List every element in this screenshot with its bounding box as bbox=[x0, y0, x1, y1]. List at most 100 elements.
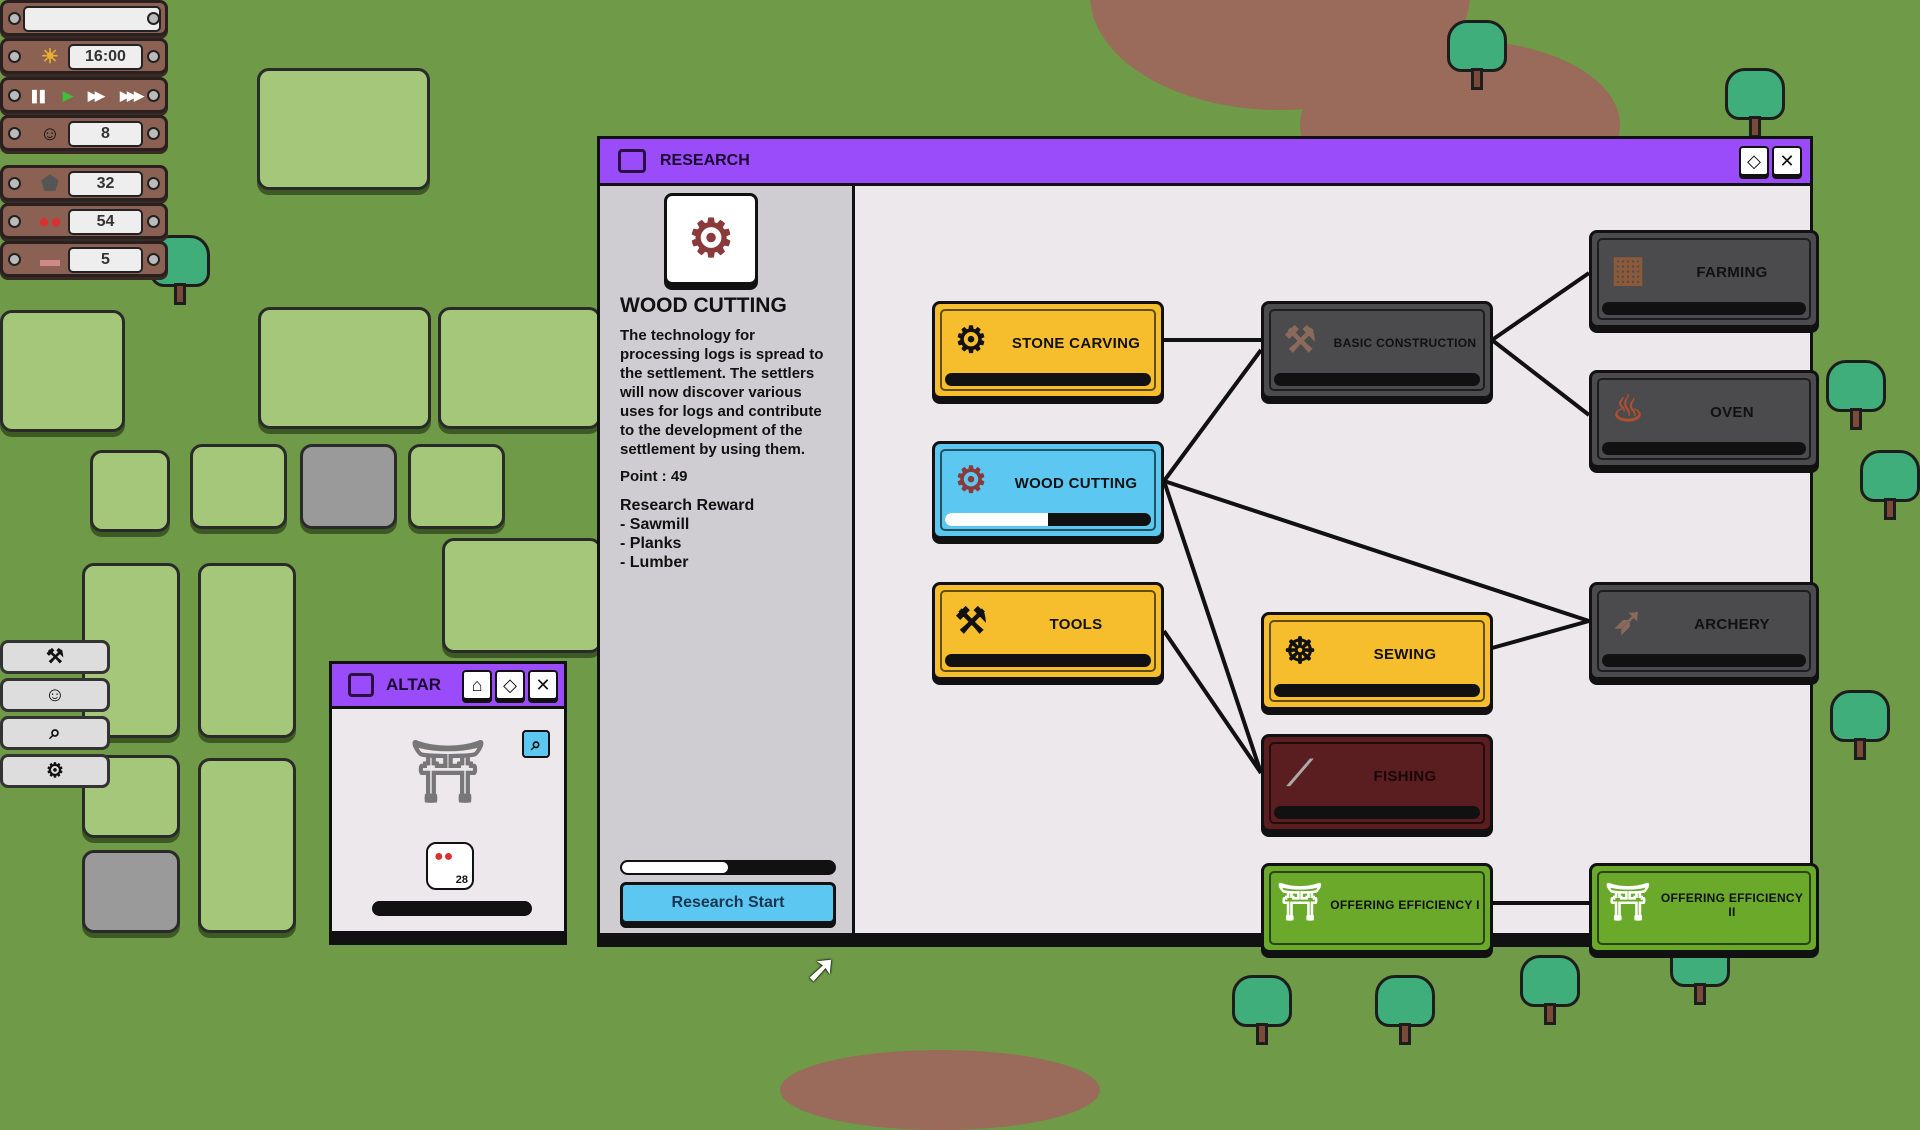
mouse-cursor-icon: ➚ bbox=[806, 948, 837, 989]
pin-button[interactable]: ◇ bbox=[1739, 146, 1769, 176]
building-tile[interactable] bbox=[198, 563, 296, 738]
altar-progress-bar bbox=[372, 901, 532, 916]
building-tile[interactable] bbox=[442, 538, 602, 653]
tree bbox=[1725, 68, 1785, 138]
building-tile[interactable] bbox=[198, 758, 296, 933]
pin-icon: ◇ bbox=[503, 675, 517, 695]
log-icon: ▬ bbox=[40, 249, 60, 271]
connection-line bbox=[1490, 271, 1591, 342]
stone-icon: ⬟ bbox=[41, 173, 59, 195]
tree bbox=[1232, 975, 1292, 1045]
folder-icon bbox=[348, 673, 374, 697]
node-label: OFFERING EFFICIENCY II bbox=[1660, 891, 1804, 919]
node-label: SEWING bbox=[1373, 645, 1437, 663]
node-progress bbox=[945, 373, 1151, 386]
tech-node-tools[interactable]: ⚒TOOLS bbox=[932, 582, 1164, 680]
tree bbox=[1830, 690, 1890, 760]
building-tile[interactable] bbox=[258, 307, 431, 429]
node-progress bbox=[945, 513, 1151, 526]
tech-node-offering-efficiency-1[interactable]: ⛩ OFFERING EFFICIENCY I bbox=[1261, 863, 1493, 953]
speed-controls: ❚❚ ▶ ▶▶ ▶▶▶ bbox=[29, 82, 144, 110]
bow-icon: ➶ bbox=[1612, 600, 1644, 641]
tech-node-basic-construction[interactable]: ⚒BASIC CONSTRUCTION bbox=[1261, 301, 1493, 399]
node-progress bbox=[1274, 806, 1480, 819]
tech-node-sewing[interactable]: ☸ SEWING bbox=[1261, 612, 1493, 710]
tech-node-farming[interactable]: ▦ FARMING bbox=[1589, 230, 1819, 328]
play-button[interactable]: ▶ bbox=[62, 88, 73, 103]
villager-button[interactable]: ☺ bbox=[0, 678, 110, 712]
building-tile[interactable] bbox=[438, 307, 601, 429]
research-progress-bar bbox=[620, 860, 836, 875]
stone-carving-icon: ⚙ bbox=[954, 319, 988, 360]
research-detail-panel: ⚙ WOOD CUTTING The technology for proces… bbox=[600, 186, 855, 933]
tree bbox=[1447, 20, 1507, 90]
inspect-button[interactable]: ⌕ bbox=[522, 730, 550, 758]
search-button[interactable]: ⌕ bbox=[0, 716, 110, 750]
demolish-button[interactable]: ⌂ bbox=[462, 670, 492, 700]
cherry-icon: ●● bbox=[37, 211, 63, 233]
tech-node-archery[interactable]: ➶ ARCHERY bbox=[1589, 582, 1819, 680]
node-label: ARCHERY bbox=[1694, 615, 1770, 633]
building-tile[interactable] bbox=[190, 444, 287, 529]
settings-button[interactable]: ⚙ bbox=[0, 754, 110, 788]
build-button[interactable]: ⚒ bbox=[0, 640, 110, 674]
fastest-forward-button[interactable]: ▶▶▶ bbox=[119, 88, 144, 103]
offering-slot[interactable]: ●● 28 bbox=[426, 842, 474, 890]
cherry-icon: ●● bbox=[434, 848, 454, 865]
villager-icon: ☺ bbox=[44, 684, 66, 706]
population-row: ☺8 bbox=[0, 115, 168, 151]
node-label: FARMING bbox=[1696, 263, 1768, 281]
altar-icon: ⛩ bbox=[1277, 881, 1323, 922]
building-tile[interactable] bbox=[257, 68, 430, 190]
building-tile[interactable] bbox=[0, 310, 125, 432]
tools-icon: ⚒ bbox=[954, 600, 988, 641]
close-button[interactable]: ✕ bbox=[1772, 146, 1802, 176]
settlement-name-field[interactable] bbox=[23, 6, 161, 32]
tech-node-oven[interactable]: ♨OVEN bbox=[1589, 370, 1819, 468]
spinning-wheel-icon: ☸ bbox=[1283, 630, 1317, 671]
research-progress-fill bbox=[622, 862, 728, 873]
node-label: FISHING bbox=[1373, 767, 1437, 785]
stone-row: ⬟ 32 bbox=[0, 165, 168, 201]
food-row: ●●54 bbox=[0, 203, 168, 239]
dirt-path bbox=[780, 1050, 1100, 1130]
building-tile[interactable] bbox=[82, 755, 180, 838]
tech-node-offering-efficiency-2[interactable]: ⛩OFFERING EFFICIENCY II bbox=[1589, 863, 1819, 953]
time-display: 16:00 bbox=[68, 44, 143, 70]
tech-node-wood-cutting[interactable]: ⚙WOOD CUTTING bbox=[932, 441, 1164, 539]
offering-count: 28 bbox=[455, 874, 468, 886]
fast-forward-button[interactable]: ▶▶ bbox=[87, 88, 105, 103]
fishing-rod-icon: ⟋ bbox=[1287, 752, 1313, 793]
research-title: RESEARCH bbox=[660, 152, 750, 169]
building-tile[interactable] bbox=[90, 450, 170, 532]
roast-spit-icon: ♨ bbox=[1611, 388, 1645, 429]
settlement-name-row bbox=[0, 0, 168, 36]
build-icon: ⚒ bbox=[46, 646, 64, 668]
tree bbox=[1826, 360, 1886, 430]
house-x-icon: ⌂ bbox=[471, 675, 483, 695]
farm-plot-icon: ▦ bbox=[1610, 248, 1645, 289]
altar-window: ALTAR ⌂ ◇ ✕ ⌕ ⛩ ●● 28 bbox=[329, 661, 567, 945]
search-icon: ⌕ bbox=[49, 722, 61, 744]
close-button[interactable]: ✕ bbox=[528, 670, 558, 700]
wood-cutting-icon: ⚙ bbox=[664, 193, 758, 285]
building-tile[interactable] bbox=[408, 444, 505, 529]
node-progress bbox=[1602, 302, 1806, 315]
building-tile[interactable] bbox=[300, 444, 397, 529]
pause-button[interactable]: ❚❚ bbox=[29, 88, 48, 103]
logs-row: ▬5 bbox=[0, 241, 168, 277]
connection-line bbox=[1163, 479, 1590, 623]
food-count: 54 bbox=[68, 209, 143, 235]
logs-count: 5 bbox=[68, 247, 143, 273]
tech-node-stone-carving[interactable]: ⚙STONE CARVING bbox=[932, 301, 1164, 399]
villager-icon: ☺ bbox=[39, 123, 61, 145]
research-start-button[interactable]: Research Start bbox=[620, 882, 836, 924]
tech-node-fishing[interactable]: ⟋ FISHING bbox=[1261, 734, 1493, 832]
connection-line bbox=[1162, 629, 1263, 775]
pin-button[interactable]: ◇ bbox=[495, 670, 525, 700]
node-label: OFFERING EFFICIENCY I bbox=[1330, 898, 1480, 912]
research-point: Point : 49 bbox=[620, 468, 688, 485]
stone-count: 32 bbox=[68, 171, 143, 197]
reward-item: - Lumber bbox=[620, 554, 689, 571]
building-tile[interactable] bbox=[82, 850, 180, 933]
